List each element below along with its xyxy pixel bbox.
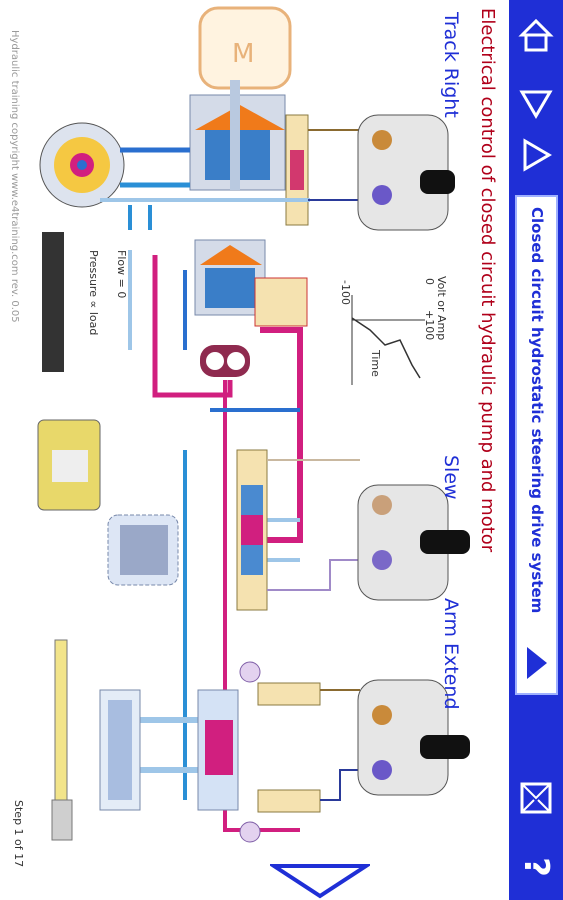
control-wires bbox=[267, 129, 360, 801]
step-indicator: Step 1 of 17 bbox=[12, 800, 25, 868]
slew-label: Slew bbox=[440, 455, 462, 500]
help-button[interactable]: ? bbox=[509, 842, 563, 892]
charge-pump bbox=[194, 239, 308, 327]
joystick-track-right[interactable] bbox=[357, 114, 455, 231]
graph-max: +100 bbox=[423, 310, 436, 341]
pressure-label: Pressure ∝ load bbox=[87, 250, 100, 336]
arm-cylinder bbox=[99, 689, 141, 811]
arm-extend-label: Arm Extend bbox=[440, 598, 462, 710]
main-pump bbox=[189, 80, 286, 191]
track bbox=[42, 232, 64, 372]
track-right-label: Track Right bbox=[440, 12, 462, 118]
home-icon bbox=[518, 18, 554, 52]
joystick-arm-extend[interactable] bbox=[357, 679, 470, 796]
copyright-text: Hydraulic training copyright www.e4train… bbox=[9, 30, 20, 323]
machine-cab bbox=[37, 419, 101, 511]
signal-graph bbox=[351, 295, 425, 385]
help-icon: ? bbox=[515, 857, 556, 877]
slew-valve bbox=[236, 449, 268, 611]
graph-title: Volt or Amp bbox=[435, 276, 448, 341]
graph-xlabel: Time bbox=[369, 350, 382, 377]
svg-text:M: M bbox=[232, 39, 254, 69]
email-icon bbox=[520, 782, 552, 814]
email-button[interactable] bbox=[509, 772, 563, 824]
flow-label: Flow = 0 bbox=[115, 250, 128, 299]
chevron-down-icon bbox=[527, 647, 547, 679]
excavator-arm bbox=[51, 639, 73, 841]
slew-motor bbox=[107, 514, 179, 586]
graph-zero: 0 bbox=[423, 278, 436, 285]
right-toolbar: Closed circuit hydrostatic steering driv… bbox=[509, 0, 563, 900]
home-button[interactable] bbox=[509, 10, 563, 60]
electric-motor: M bbox=[198, 6, 292, 90]
up-arrow-icon bbox=[519, 90, 553, 119]
hydraulic-circuit-diagram: M bbox=[37, 6, 470, 843]
topic-selector[interactable]: Closed circuit hydrostatic steering driv… bbox=[515, 195, 558, 695]
graph-min: -100 bbox=[339, 280, 352, 305]
pump-control-valve bbox=[285, 114, 309, 226]
topic-selector-value: Closed circuit hydrostatic steering driv… bbox=[527, 207, 546, 614]
gear-pump bbox=[200, 345, 250, 377]
page-title: Electrical control of closed circuit hyd… bbox=[477, 8, 498, 553]
joystick-slew[interactable] bbox=[357, 484, 470, 601]
track-motor bbox=[39, 122, 125, 208]
next-step-button[interactable] bbox=[509, 132, 563, 177]
previous-step-button[interactable] bbox=[509, 80, 563, 125]
down-arrow-icon bbox=[523, 137, 552, 172]
arm-valve bbox=[197, 661, 321, 843]
play-next-icon[interactable] bbox=[270, 862, 370, 900]
